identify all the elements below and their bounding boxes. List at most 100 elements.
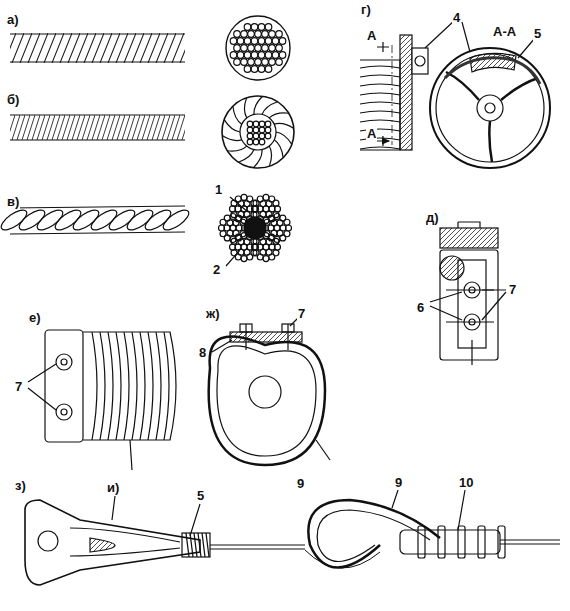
drawing-stroke (286, 225, 292, 231)
drawing-stroke (233, 106, 242, 124)
drawing-stroke (220, 231, 226, 237)
drawing-stroke (248, 59, 255, 66)
callout-label: з) (14, 478, 27, 493)
callout-label: А (366, 28, 377, 43)
drawing-stroke (241, 45, 248, 52)
callout-label: А-А (492, 24, 517, 39)
drawing-stroke (234, 59, 241, 66)
drawing-stroke (251, 66, 258, 73)
drawing-stroke (265, 121, 271, 127)
drawing-stroke (273, 200, 279, 206)
callout-label: г) (360, 2, 372, 17)
drawing-stroke (237, 38, 244, 45)
callout-label: а) (6, 12, 20, 27)
drawing-stroke (478, 526, 485, 558)
drawing-stroke (247, 133, 253, 139)
drawing-stroke (255, 31, 262, 38)
callout-label: ж) (205, 306, 221, 321)
callout-label: 9 (394, 475, 403, 490)
drawing-stroke (247, 127, 253, 133)
drawing-stroke (262, 59, 269, 66)
drawing-stroke (498, 526, 505, 558)
drawing-stroke (276, 31, 283, 38)
drawing-stroke (234, 31, 241, 38)
drawing-stroke (148, 332, 153, 440)
drawing-stroke (244, 38, 251, 45)
drawing-stroke (272, 52, 279, 59)
drawing-stroke (234, 45, 241, 52)
drawing-stroke (244, 52, 251, 59)
drawing-stroke (164, 332, 169, 440)
drawing-stroke (244, 24, 251, 31)
drawing-stroke (253, 150, 262, 168)
callout-label: в) (6, 194, 20, 209)
drawing-stroke (360, 75, 400, 77)
drawing-stroke (224, 215, 230, 221)
drawing-stroke (198, 533, 201, 557)
callout-label: 5 (533, 26, 542, 41)
drawing-stroke (222, 136, 242, 141)
drawing-stroke (258, 24, 265, 31)
drawing-stroke (202, 533, 205, 557)
drawing-stroke (241, 31, 248, 38)
drawing-stroke (360, 66, 400, 68)
drawing-stroke (360, 102, 400, 104)
drawing-stroke (262, 45, 269, 52)
drawing-stroke (100, 332, 105, 440)
drawing-stroke (251, 24, 258, 31)
drawing-stroke (252, 206, 258, 212)
callout-label: б) (6, 92, 20, 107)
drawing-stroke (230, 244, 236, 250)
drawing-stroke (253, 139, 259, 145)
drawing-stroke (360, 120, 400, 122)
drawing-stroke (116, 332, 121, 440)
drawing-stroke (219, 225, 225, 231)
drawing-stroke (241, 194, 247, 200)
drawing-stroke (206, 533, 209, 557)
drawing-stroke (251, 38, 258, 45)
drawing-stroke (258, 52, 265, 59)
drawing-stroke (253, 121, 259, 127)
drawing-stroke (259, 121, 265, 127)
callout-label: 2 (212, 262, 221, 277)
drawing-stroke (265, 52, 272, 59)
drawing-stroke (230, 206, 236, 212)
callout-label: 6 (416, 300, 425, 315)
drawing-stroke (259, 127, 265, 133)
drawing-stroke (230, 38, 237, 45)
drawing-stroke (92, 332, 97, 440)
drawing-stroke (279, 52, 286, 59)
drawing-stroke (251, 52, 258, 59)
callout-label: 7 (508, 282, 517, 297)
drawing-stroke (237, 52, 244, 59)
drawing-stroke (418, 526, 425, 558)
drawing-stroke (269, 31, 276, 38)
callout-label: е) (28, 310, 42, 325)
drawing-stroke (279, 38, 286, 45)
drawing-stroke (276, 45, 283, 52)
drawing-stroke (248, 45, 255, 52)
drawing-stroke (254, 96, 263, 114)
drawing-stroke (274, 140, 283, 158)
drawing-stroke (247, 139, 253, 145)
drawing-stroke (156, 332, 161, 440)
drawing-stroke (186, 533, 189, 557)
drawing-stroke (360, 93, 400, 95)
drawing-stroke (259, 133, 265, 139)
drawing-stroke (253, 244, 259, 250)
drawing-stroke (269, 146, 271, 166)
drawing-stroke (238, 150, 254, 163)
drawing-stroke (438, 526, 445, 558)
drawing-stroke (263, 256, 269, 262)
drawing-stroke (253, 133, 259, 139)
drawing-stroke (160, 206, 191, 233)
drawing-stroke (276, 59, 283, 66)
callout-label: 5 (196, 488, 205, 503)
drawing-stroke (224, 120, 240, 132)
callout-label: 1 (214, 182, 223, 197)
callout-label: 7 (14, 379, 23, 394)
drawing-stroke (258, 38, 265, 45)
drawing-stroke (275, 206, 281, 212)
drawing-stroke (280, 235, 286, 241)
drawing-stroke (230, 52, 237, 59)
